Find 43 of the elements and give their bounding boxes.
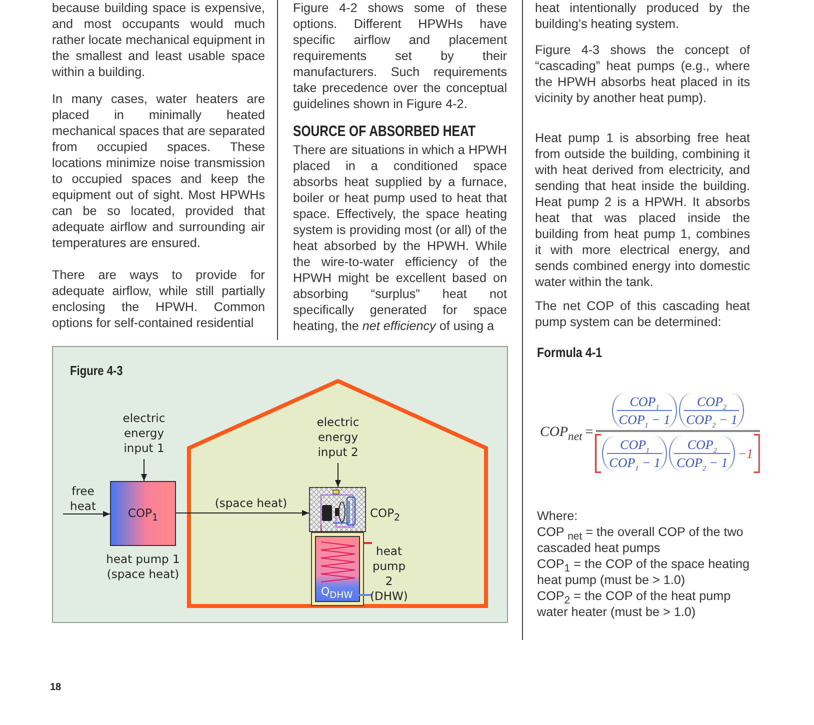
definition-text: COP $_{net}$ = the overall COP of the two cascaded heat pumps: [537, 524, 744, 556]
formula-term: =: [585, 425, 594, 441]
body-paragraph: Heat pump 1 is absorbing free heat from outside the building, combining it with heat derived from electricity, and sending that heat inside the building. Heat pump 2 is a HPWH. It absorbs heat that was placed inside the building from heat pump 1, combines it with more electrical energy, and sends combined energy into domestic water within the tank.: [535, 130, 750, 290]
caption-text: heat pump 2 (DHW): [369, 544, 409, 604]
box-label: COP$_{1}$: [128, 506, 158, 521]
body-paragraph: In many cases, water heaters are placed in minimally heated mechanical spaces that are separated from occupied spaces. These locations minimize noise transmission to occupied spaces and keep the equipment out of sight. Most HPWHs can be so located, provided that adequate airflow and surrounding air temperatures are ensured.: [52, 91, 265, 251]
body-paragraph: Figure 4-3 shows the concept of “cascading” heat pumps (e.g., where the HPWH absorbs heat placed in its vicinity by another heat pump).: [535, 42, 750, 106]
heat-pump-box: [110, 481, 176, 546]
definition-text: COP$_{1}$ = the COP of the space heating heat pump (must be > 1.0): [537, 556, 750, 588]
formula-term: COP$_{net}$: [540, 425, 582, 441]
body-paragraph: because building space is expensive, and most occupants would much rather locate mechanical equipment in the smallest and least usable space within a building.: [52, 0, 265, 80]
caption-text: heat pump 1 (space heat): [105, 552, 181, 582]
formula-term: COP$_{1}$ − 1: [618, 412, 672, 427]
arrow: [141, 458, 147, 482]
body-paragraph: heat intentionally produced by the building’s heating system.: [535, 0, 750, 32]
formula-term: COP$_{1}$: [619, 437, 651, 452]
node-text: electric energy input 2: [316, 415, 360, 460]
section-heading: SOURCE OF ABSORBED HEAT: [293, 124, 476, 140]
body-paragraph: There are situations in which a HPWH placed in a conditioned space absorbs heat supplied by a furnace, boiler or heat pump used to heat that space. Effectively, the space heating system is providing most (or all) of the heat absorbed by the HPWH. While the wire-to-water efficiency of the HPWH might be excellent based on absorbing “surplus” heat not specifically generated for space heating, the net efficiency of using a: [293, 142, 507, 334]
formula-term: COP$_{2}$ − 1: [685, 412, 738, 427]
formula-term: COP$_{1}$: [628, 394, 660, 409]
formula-term: −1: [736, 446, 754, 461]
arrow: [335, 462, 341, 488]
body-paragraph: Figure 4-2 shows some of these options. Different HPWHs have specific airflow and placement requirements set by their manufacturers. Such requirements take precedence over the conceptual guidelines shown in Figure 4-2.: [293, 0, 507, 112]
node-text: free heat: [69, 484, 97, 514]
body-paragraph: There are ways to provide for adequate airflow, while still partially enclosing the HPWH. Common options for self-contained residential: [52, 267, 265, 331]
caption-text: COP$_{2}$: [370, 506, 402, 521]
formula-term: COP$_{1}$ − 1: [608, 455, 662, 470]
body-paragraph: The net COP of this cascading heat pump system can be determined:: [535, 298, 750, 330]
figure-panel: [52, 346, 508, 623]
formula-title: Formula 4-1: [537, 345, 602, 361]
formula-term: COP$_{2}$: [686, 437, 718, 452]
page-number: 18: [50, 681, 62, 695]
edge-label: (space heat): [214, 496, 288, 511]
formula-term: COP$_{2}$: [696, 394, 728, 409]
arrow: [62, 511, 110, 517]
tank-label: Q$_{DHW}$: [321, 584, 353, 599]
formula-term: COP$_{2}$ − 1: [675, 455, 729, 470]
node-text: electric energy input 1: [122, 411, 166, 456]
arrow: [176, 510, 310, 516]
definition-text: COP$_{2}$ = the COP of the heat pump water heater (must be > 1.0): [537, 588, 732, 620]
where-heading: Where:: [537, 508, 579, 524]
figure-title: Figure 4-3: [70, 363, 123, 378]
